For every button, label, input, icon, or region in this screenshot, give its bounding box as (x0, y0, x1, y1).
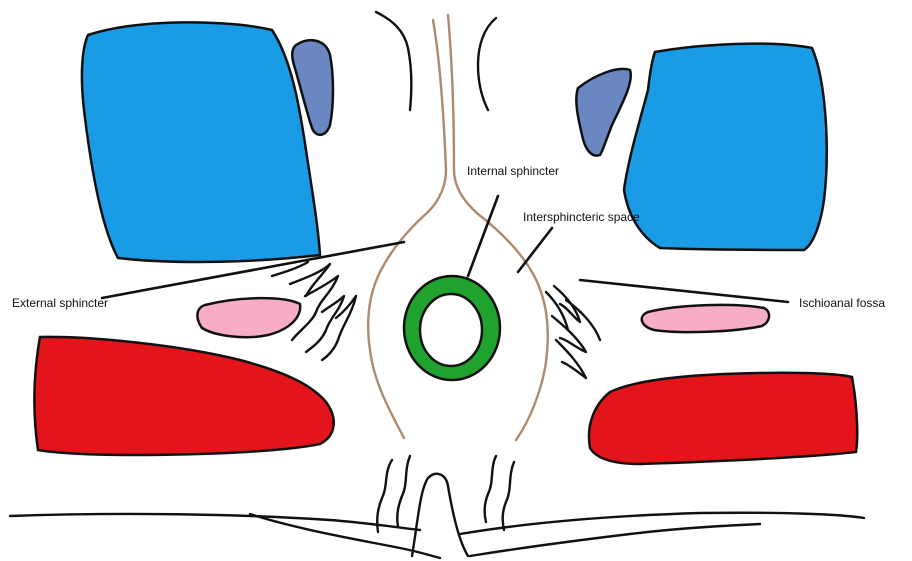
upper-left-wall-stroke (376, 12, 411, 110)
skin-surface-left (10, 514, 420, 530)
right-slate-blue-region (576, 69, 630, 156)
intersphincteric-space-label: Intersphincteric space (523, 210, 640, 224)
left-red-region (34, 337, 333, 455)
right-blue-region (624, 44, 827, 250)
ischioanal-fossa-leader (580, 280, 788, 302)
skin-surface-right-lower (470, 524, 760, 556)
intersphincteric-space-leader (518, 228, 552, 272)
external-sphincter-label: External sphincter (12, 296, 108, 310)
right-fibre-2 (554, 286, 580, 322)
ischioanal-fossa-label: Ischioanal fossa (799, 296, 885, 310)
lower-right-wave-2 (503, 462, 514, 530)
left-fibre-4 (306, 296, 344, 352)
right-pink-region (642, 305, 769, 332)
left-blue-region (82, 22, 320, 262)
lower-left-wave-1 (377, 460, 392, 532)
lower-right-wave-1 (485, 456, 496, 522)
internal-sphincter-label: Internal sphincter (467, 164, 559, 178)
right-red-region (589, 373, 857, 464)
upper-right-wall-stroke (478, 18, 496, 110)
lower-left-wave-2 (397, 456, 410, 526)
left-pink-region (197, 298, 300, 337)
anal-lumen (420, 294, 482, 366)
natal-cleft (412, 474, 468, 556)
